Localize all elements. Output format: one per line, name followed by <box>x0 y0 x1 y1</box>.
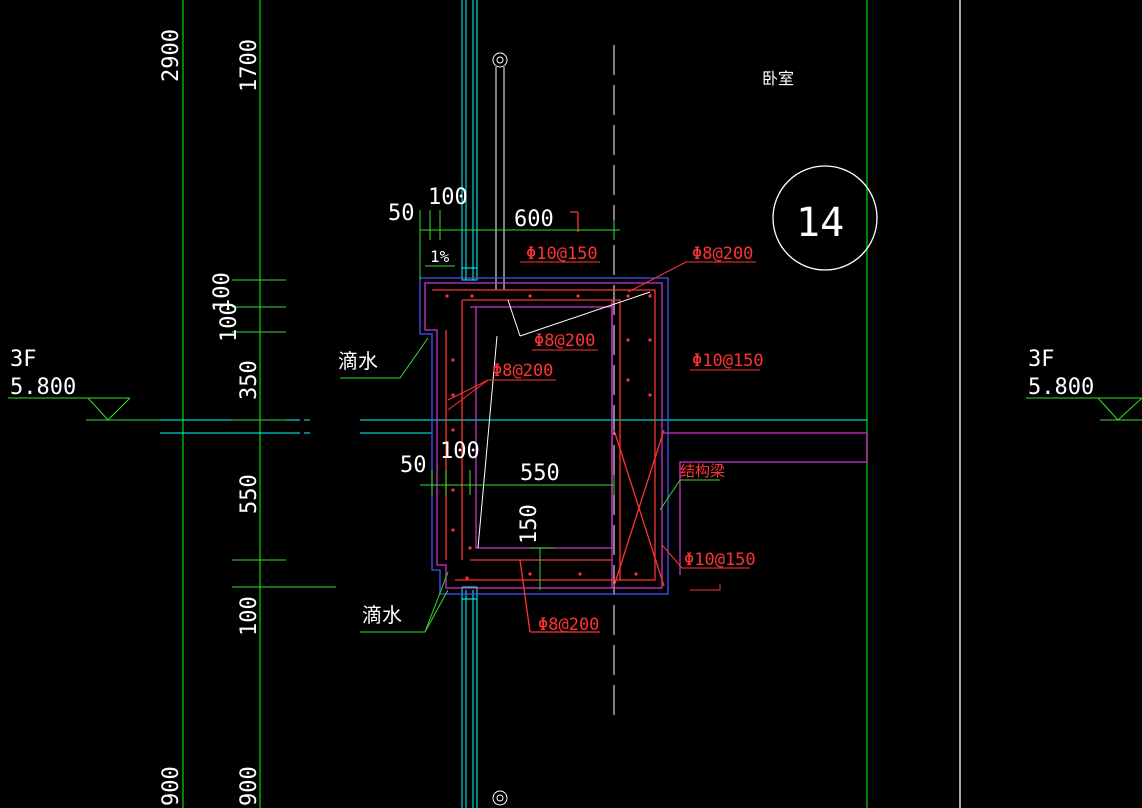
dim-mid-550: 550 <box>520 461 560 486</box>
beam-label: 结构梁 <box>680 462 725 480</box>
rebar-leaders <box>447 261 760 591</box>
drip-label-lower: 滴水 <box>362 603 402 627</box>
rebar-label-center: Φ8@200 <box>534 331 595 351</box>
dim-slope: 1% <box>430 247 450 266</box>
dim-top-100: 100 <box>428 185 468 210</box>
dim-550: 550 <box>237 474 262 514</box>
rebar-dots <box>445 294 652 580</box>
rebar-lines <box>432 211 665 633</box>
rebar-label-left: Φ8@200 <box>492 361 553 381</box>
dim-100-b: 100 <box>217 302 242 342</box>
room-label: 卧室 <box>762 69 794 88</box>
dim-top-50: 50 <box>388 201 415 226</box>
window-glazing <box>461 0 478 808</box>
detail-number: 14 <box>796 200 844 246</box>
rebar-label-bottom-right: Φ10@150 <box>684 550 756 570</box>
dim-top-600: 600 <box>514 207 554 232</box>
rebar-label-bottom: Φ8@200 <box>538 615 599 635</box>
vertical-grid-lines <box>182 0 961 808</box>
dim-900: 900 <box>159 766 184 806</box>
dim-900-b: 900 <box>237 766 262 806</box>
dim-mid-50: 50 <box>400 453 427 478</box>
dim-350: 350 <box>237 360 262 400</box>
dim-100-a: 100 <box>210 272 235 312</box>
floor-line <box>160 419 867 434</box>
level-floor-right: 3F <box>1028 347 1055 372</box>
dim-1700: 1700 <box>237 39 262 92</box>
dim-2900: 2900 <box>159 29 184 82</box>
dim-100-c: 100 <box>237 596 262 636</box>
dim-mid-150: 150 <box>517 504 542 544</box>
dimension-lines <box>8 210 1142 633</box>
dim-mid-100: 100 <box>440 439 480 464</box>
drip-label-upper: 滴水 <box>338 349 378 373</box>
level-floor-left: 3F <box>10 347 37 372</box>
detail-number-circle <box>772 165 878 271</box>
leader-lines <box>477 291 651 549</box>
rebar-label-top-right: Φ8@200 <box>692 244 753 264</box>
rebar-label-right: Φ10@150 <box>692 351 764 371</box>
rebar-label-top: Φ10@150 <box>526 244 598 264</box>
rain-pipe <box>492 52 508 806</box>
structural-beam <box>664 432 868 575</box>
level-elevation-right: 5.800 <box>1028 375 1094 400</box>
level-elevation-left: 5.800 <box>10 375 76 400</box>
